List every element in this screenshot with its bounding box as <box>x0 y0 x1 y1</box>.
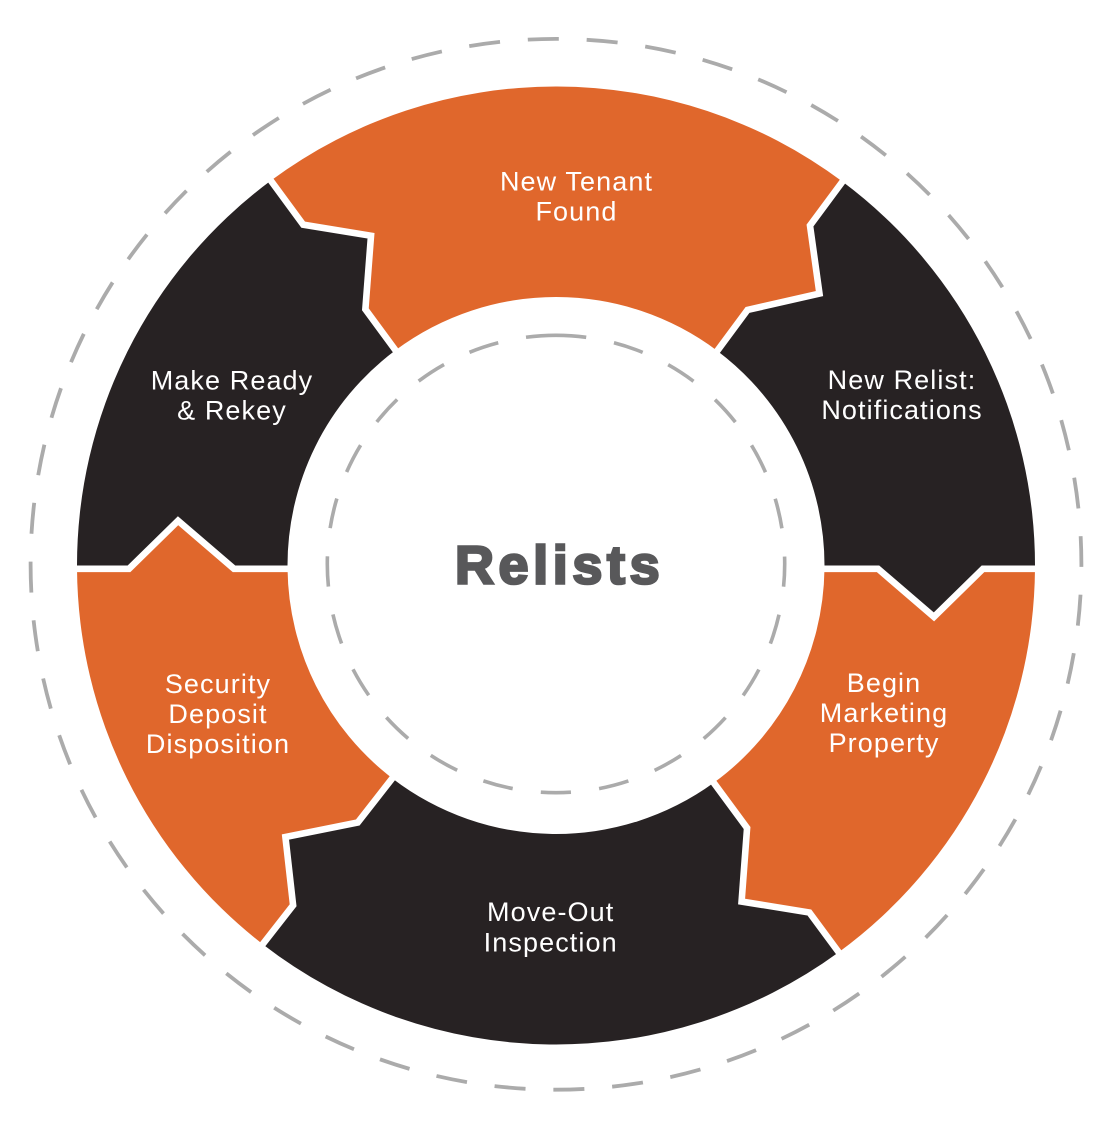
svg-text:Notifications: Notifications <box>821 395 982 425</box>
svg-text:Property: Property <box>829 728 940 758</box>
svg-text:New Relist:: New Relist: <box>828 365 977 395</box>
svg-text:Found: Found <box>535 197 617 227</box>
svg-text:Begin: Begin <box>847 668 922 698</box>
svg-text:Make Ready: Make Ready <box>151 365 314 395</box>
svg-text:New Tenant: New Tenant <box>500 167 653 197</box>
svg-text:Deposit: Deposit <box>168 699 267 729</box>
svg-text:Disposition: Disposition <box>146 729 290 759</box>
svg-text:& Rekey: & Rekey <box>177 396 287 426</box>
svg-text:Inspection: Inspection <box>484 927 618 957</box>
svg-text:Security: Security <box>165 669 271 699</box>
svg-text:Relists: Relists <box>455 535 664 595</box>
svg-text:Marketing: Marketing <box>820 698 948 728</box>
svg-text:Move-Out: Move-Out <box>487 897 614 927</box>
